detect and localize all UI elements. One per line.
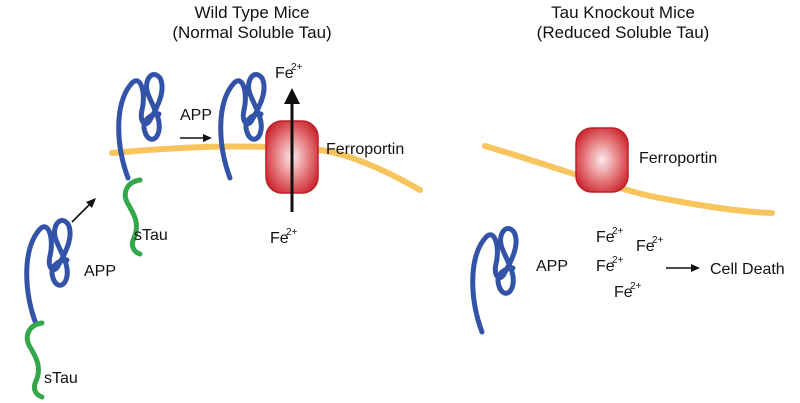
app-protein-left-1: [119, 74, 162, 178]
fe-free-3: Fe: [596, 258, 615, 275]
fe-free-4: Fe: [614, 284, 633, 301]
fe-free-4-charge: 2+: [630, 281, 642, 292]
fe-free-3-charge: 2+: [612, 255, 624, 266]
fe-free-2: Fe: [636, 238, 655, 255]
fe-top-label: Fe: [275, 65, 294, 82]
app-arrow-label: APP: [180, 107, 212, 124]
left-title-line2: (Normal Soluble Tau): [172, 23, 331, 42]
iron-export-arrowhead: [284, 88, 300, 104]
fe-bottom-label: Fe: [270, 230, 289, 247]
stau-mid-label: sTau: [134, 227, 168, 244]
stau-app-arrowhead: [86, 198, 96, 208]
ferroportin-right-label: Ferroportin: [639, 150, 717, 167]
fe-free-2-charge: 2+: [652, 235, 664, 246]
fe-top-charge: 2+: [291, 62, 303, 73]
app-right-label: APP: [536, 258, 568, 275]
stau-protein-low: [27, 323, 42, 397]
cell-death-arrowhead: [691, 264, 700, 272]
app-protein-left-2: [221, 74, 264, 178]
app-protein-left-lower: [27, 220, 70, 324]
app-lower-label: APP: [84, 263, 116, 280]
cell-death-label: Cell Death: [710, 261, 785, 278]
fe-free-1-charge: 2+: [612, 226, 624, 237]
right-membrane: [482, 143, 775, 216]
right-title-line2: (Reduced Soluble Tau): [537, 23, 710, 42]
fe-free-1: Fe: [596, 229, 615, 246]
ferroportin-left-label: Ferroportin: [326, 141, 404, 158]
left-title-line1: Wild Type Mice: [195, 3, 310, 22]
app-protein-right: [473, 228, 516, 332]
stau-app-arrow: [71, 203, 91, 223]
right-title-line1: Tau Knockout Mice: [551, 3, 695, 22]
ferroportin-right: [575, 127, 629, 193]
app-translocation-arrowhead: [203, 134, 212, 142]
stau-low-label: sTau: [44, 370, 78, 387]
fe-bottom-charge: 2+: [286, 227, 298, 238]
